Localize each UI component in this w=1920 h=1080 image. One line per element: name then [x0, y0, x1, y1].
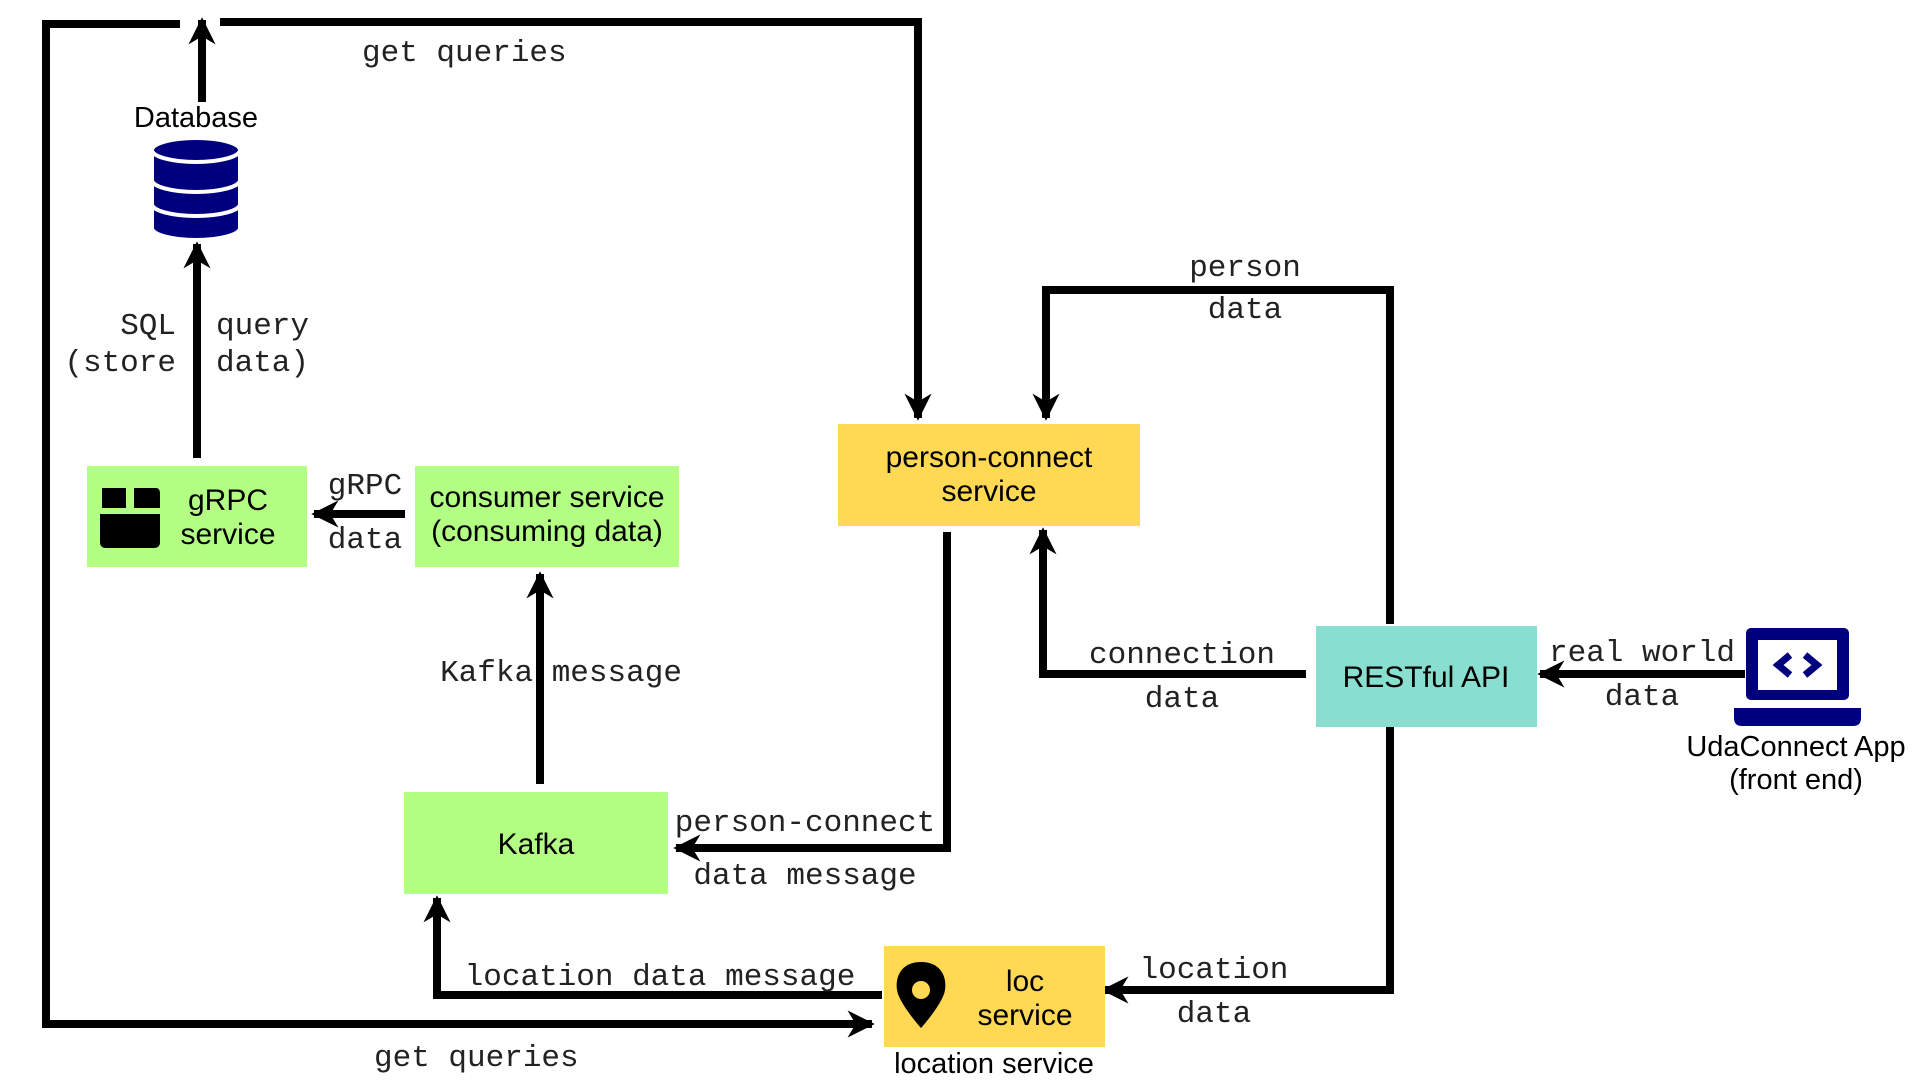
edge-label-person-connect-msg-line1: person-connect — [675, 806, 935, 841]
edge-label-connection-line2: data — [1145, 682, 1219, 717]
edge-get-queries-top — [220, 18, 932, 421]
consumer-service-node: consumer service (consuming data) — [415, 466, 679, 567]
edge-label-real-world-line2: data — [1605, 680, 1679, 715]
database-node: Database — [134, 102, 258, 242]
person-connect-service-line2: service — [941, 475, 1036, 508]
restful-api-label: RESTful API — [1343, 661, 1510, 694]
edge-restful-connection-data — [1029, 527, 1306, 678]
edge-label-location-line1: location — [1140, 953, 1289, 988]
edge-label-location-line2: data — [1177, 997, 1251, 1032]
edge-loc-to-kafka — [423, 895, 882, 999]
edge-restful-person-data — [1032, 286, 1394, 624]
edge-label-location-data-message: location data message — [465, 960, 856, 995]
edge-label-get-queries-top: get queries — [362, 36, 567, 71]
edge-person-connect-to-kafka — [673, 532, 951, 862]
grpc-service-line2: service — [180, 518, 275, 551]
loc-service-line2: service — [977, 999, 1072, 1032]
database-label: Database — [134, 102, 258, 134]
edge-label-grpc-line2: data — [328, 523, 402, 558]
edge-restful-to-loc — [1101, 726, 1394, 1004]
person-connect-service-node: person-connect service — [838, 424, 1140, 526]
consumer-service-line2: (consuming data) — [431, 515, 663, 548]
package-box-icon — [100, 488, 160, 548]
loc-service-caption: location service — [894, 1048, 1094, 1080]
database-icon — [150, 136, 242, 242]
udaconnect-app-node: UdaConnect App (front end) — [1686, 628, 1906, 796]
consumer-service-line1: consumer service — [429, 481, 664, 514]
edge-label-person-line1: person — [1189, 251, 1301, 286]
kafka-node: Kafka — [404, 792, 668, 894]
edge-label-person-line2: data — [1208, 293, 1282, 328]
person-connect-service-box — [838, 424, 1140, 526]
restful-api-box — [1316, 626, 1537, 727]
map-pin-icon — [896, 962, 946, 1028]
edge-label-real-world-line1: real world — [1549, 636, 1735, 671]
loc-service-node: loc service location service — [884, 946, 1105, 1080]
kafka-label: Kafka — [498, 828, 575, 861]
edge-label-grpc-line1: gRPC — [328, 469, 402, 504]
udaconnect-app-line2: (front end) — [1729, 764, 1863, 796]
edge-get-queries-bottom — [42, 20, 875, 1038]
udaconnect-app-line1: UdaConnect App — [1686, 731, 1905, 763]
edge-label-kafka-message: Kafka message — [440, 656, 682, 691]
edge-label-get-queries-bottom: get queries — [374, 1041, 579, 1076]
edge-label-person-connect-msg-line2: data message — [693, 859, 916, 894]
loc-service-line1: loc — [1006, 965, 1044, 998]
kafka-box — [404, 792, 668, 894]
person-connect-service-line1: person-connect — [886, 441, 1093, 474]
edge-label-sql-line2: (store — [64, 346, 176, 381]
grpc-service-line1: gRPC — [188, 484, 268, 517]
edge-label-connection-line1: connection — [1089, 638, 1275, 673]
edge-label-query-line2: data) — [216, 346, 309, 381]
restful-api-node: RESTful API — [1316, 626, 1537, 727]
grpc-service-node: gRPC service — [87, 466, 307, 567]
edge-label-query-line1: query — [216, 309, 309, 344]
edge-label-sql-line1: SQL — [120, 309, 176, 344]
laptop-code-icon — [1734, 628, 1861, 726]
consumer-service-box — [415, 466, 679, 567]
